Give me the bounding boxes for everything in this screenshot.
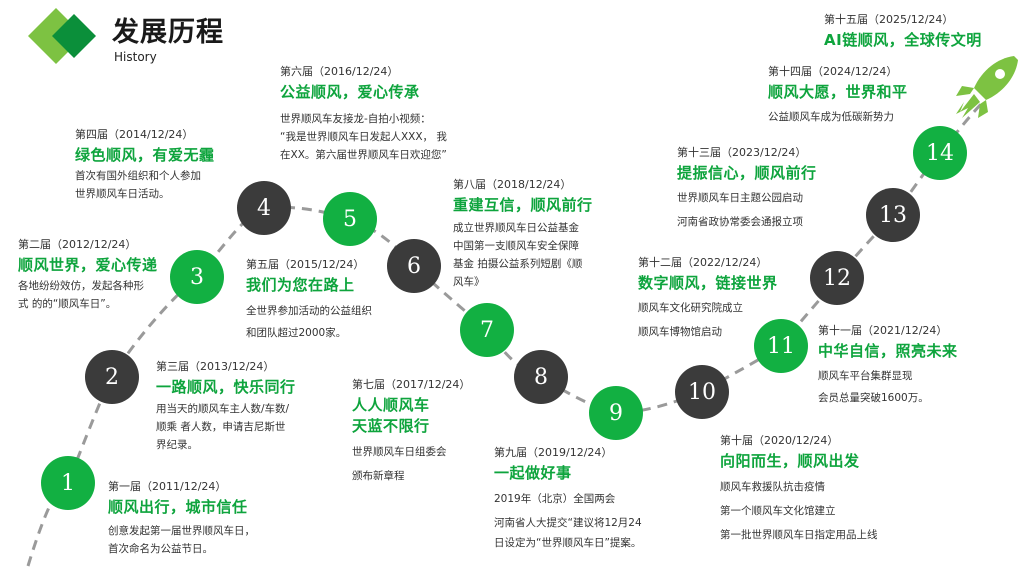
event-line: 成立世界顺风车日公益基金 bbox=[453, 222, 579, 234]
event-line: 河南省人大提交“建议将12月24 bbox=[494, 517, 642, 529]
milestone-node-8: 8 bbox=[514, 350, 568, 404]
event-3: 第三届（2013/12/24） 一路顺风，快乐同行 用当天的顺风车主人数/车数/… bbox=[156, 358, 386, 454]
event-line: 在XX。第六届世界顺风车日欢迎您” bbox=[280, 149, 447, 161]
event-heading: 人人顺风车 bbox=[352, 396, 430, 414]
event-line: 世界顺风车日组委会 bbox=[352, 446, 447, 458]
event-heading-2: 天蓝不限行 bbox=[352, 417, 430, 435]
event-line: 顺风车平台集群显现 bbox=[818, 370, 913, 382]
event-4: 第四届（2014/12/24） 绿色顺风，有爱无霾 首次有国外组织和个人参加 世… bbox=[75, 126, 305, 203]
event-line: 世界顺风车日主题公园启动 bbox=[677, 192, 803, 204]
event-1: 第一届（2011/12/24） 顺风出行，城市信任 创意发起第一届世界顺风车日，… bbox=[108, 478, 338, 558]
event-line: 顺乘 者人数，申请吉尼斯世 bbox=[156, 421, 286, 433]
logo-icon bbox=[28, 8, 96, 64]
milestone-node-5: 5 bbox=[323, 192, 377, 246]
event-heading: 一起做好事 bbox=[494, 464, 572, 482]
event-date: 第五届（2015/12/24） bbox=[246, 258, 365, 271]
event-line: 日设定为“世界顺风车日”提案。 bbox=[494, 537, 642, 549]
milestone-node-2: 2 bbox=[85, 350, 139, 404]
event-line: 式 的的“顺风车日”。 bbox=[18, 298, 117, 310]
event-line: 公益顺风车成为低碳新势力 bbox=[768, 111, 894, 123]
event-line: “我是世界顺风车日发起人XXX， 我 bbox=[280, 131, 447, 143]
event-line: 顺风车文化研究院成立 bbox=[638, 302, 743, 314]
event-line: 顺风车博物馆启动 bbox=[638, 326, 722, 338]
milestone-node-14: 14 bbox=[913, 126, 967, 180]
milestone-node-11: 11 bbox=[754, 319, 808, 373]
event-heading: 绿色顺风，有爱无霾 bbox=[75, 146, 215, 164]
event-heading: 顺风出行，城市信任 bbox=[108, 498, 248, 516]
event-date: 第一届（2011/12/24） bbox=[108, 480, 227, 493]
event-line: 首次有国外组织和个人参加 bbox=[75, 170, 201, 182]
event-12: 第十二届（2022/12/24） 数字顺风，链接世界 顺风车文化研究院成立 顺风… bbox=[638, 254, 868, 344]
event-13: 第十三届（2023/12/24） 提振信心，顺风前行 世界顺风车日主题公园启动 … bbox=[677, 144, 907, 234]
event-date: 第三届（2013/12/24） bbox=[156, 360, 275, 373]
event-line: 第一批世界顺风车日指定用品上线 bbox=[720, 529, 878, 541]
milestone-node-10: 10 bbox=[675, 365, 729, 419]
event-heading: 中华自信，照亮未来 bbox=[818, 342, 958, 360]
milestone-node-7: 7 bbox=[460, 303, 514, 357]
event-heading: 一路顺风，快乐同行 bbox=[156, 378, 296, 396]
event-11: 第十一届（2021/12/24） 中华自信，照亮未来 顺风车平台集群显现 会员总… bbox=[818, 322, 1024, 409]
event-line: 第一个顺风车文化馆建立 bbox=[720, 505, 836, 517]
event-line: 全世界参加活动的公益组织 bbox=[246, 305, 372, 317]
event-heading: 公益顺风，爱心传承 bbox=[280, 83, 420, 101]
event-line: 会员总量突破1600万。 bbox=[818, 392, 929, 404]
event-date: 第十五届（2025/12/24） bbox=[824, 13, 954, 26]
event-line: 世界顺风车日活动。 bbox=[75, 188, 170, 200]
event-2: 第二届（2012/12/24） 顺风世界，爱心传递 各地纷纷效仿，发起各种形 式… bbox=[18, 236, 248, 313]
milestone-node-4: 4 bbox=[237, 181, 291, 235]
page-title: 发展历程 bbox=[112, 17, 224, 48]
event-heading: 我们为您在路上 bbox=[246, 276, 355, 294]
event-line: 和团队超过2000家。 bbox=[246, 327, 347, 339]
event-line: 创意发起第一届世界顺风车日， bbox=[108, 525, 255, 537]
event-14: 第十四届（2024/12/24） 顺风大愿，世界和平 公益顺风车成为低碳新势力 bbox=[768, 63, 998, 126]
event-6: 第六届（2016/12/24） 公益顺风，爱心传承 世界顺风车友接龙-自拍小视频… bbox=[280, 63, 510, 164]
page-subtitle: History bbox=[114, 50, 157, 64]
event-15: 第十五届（2025/12/24） AI链顺风，全球传文明 bbox=[824, 11, 1024, 50]
event-line: 顺风车救援队抗击疫情 bbox=[720, 481, 825, 493]
event-heading: 顺风大愿，世界和平 bbox=[768, 83, 908, 101]
milestone-node-1: 1 bbox=[41, 456, 95, 510]
event-line: 中国第一支顺风车安全保障 bbox=[453, 240, 579, 252]
milestone-node-13: 13 bbox=[866, 188, 920, 242]
milestone-node-12: 12 bbox=[810, 251, 864, 305]
event-date: 第九届（2019/12/24） bbox=[494, 446, 613, 459]
event-line: 世界顺风车友接龙-自拍小视频： bbox=[280, 113, 431, 125]
event-date: 第十届（2020/12/24） bbox=[720, 434, 839, 447]
event-line: 界纪录。 bbox=[156, 439, 198, 451]
event-8: 第八届（2018/12/24） 重建互信，顺风前行 成立世界顺风车日公益基金 中… bbox=[453, 176, 683, 291]
event-line: 基金 拍摄公益系列短剧《顺 bbox=[453, 258, 583, 270]
event-line: 首次命名为公益节日。 bbox=[108, 543, 213, 555]
event-heading: 顺风世界，爱心传递 bbox=[18, 256, 158, 274]
event-heading: 向阳而生，顺风出发 bbox=[720, 452, 860, 470]
event-date: 第四届（2014/12/24） bbox=[75, 128, 194, 141]
rocket-icon bbox=[956, 56, 1018, 118]
event-10: 第十届（2020/12/24） 向阳而生，顺风出发 顺风车救援队抗击疫情 第一个… bbox=[720, 432, 950, 547]
event-line: 河南省政协常委会通报立项 bbox=[677, 216, 803, 228]
event-line: 用当天的顺风车主人数/车数/ bbox=[156, 403, 290, 415]
event-heading: AI链顺风，全球传文明 bbox=[824, 31, 982, 49]
event-date: 第十三届（2023/12/24） bbox=[677, 146, 807, 159]
event-date: 第六届（2016/12/24） bbox=[280, 65, 399, 78]
milestone-node-3: 3 bbox=[170, 250, 224, 304]
event-9: 第九届（2019/12/24） 一起做好事 2019年（北京）全国两会 河南省人… bbox=[494, 444, 724, 553]
event-date: 第二届（2012/12/24） bbox=[18, 238, 137, 251]
event-heading: 重建互信，顺风前行 bbox=[453, 196, 593, 214]
event-5: 第五届（2015/12/24） 我们为您在路上 全世界参加活动的公益组织 和团队… bbox=[246, 256, 476, 344]
event-date: 第七届（2017/12/24） bbox=[352, 378, 471, 391]
event-heading: 数字顺风，链接世界 bbox=[638, 274, 778, 292]
event-date: 第十一届（2021/12/24） bbox=[818, 324, 948, 337]
event-line: 颁布新章程 bbox=[352, 470, 405, 482]
event-heading: 提振信心，顺风前行 bbox=[677, 164, 817, 182]
event-date: 第十四届（2024/12/24） bbox=[768, 65, 898, 78]
milestone-node-9: 9 bbox=[589, 386, 643, 440]
event-7: 第七届（2017/12/24） 人人顺风车 天蓝不限行 世界顺风车日组委会 颁布… bbox=[352, 376, 582, 488]
event-line: 风车》 bbox=[453, 276, 485, 288]
milestone-node-6: 6 bbox=[387, 239, 441, 293]
event-line: 各地纷纷效仿，发起各种形 bbox=[18, 280, 144, 292]
event-date: 第八届（2018/12/24） bbox=[453, 178, 572, 191]
event-date: 第十二届（2022/12/24） bbox=[638, 256, 768, 269]
event-line: 2019年（北京）全国两会 bbox=[494, 493, 616, 505]
